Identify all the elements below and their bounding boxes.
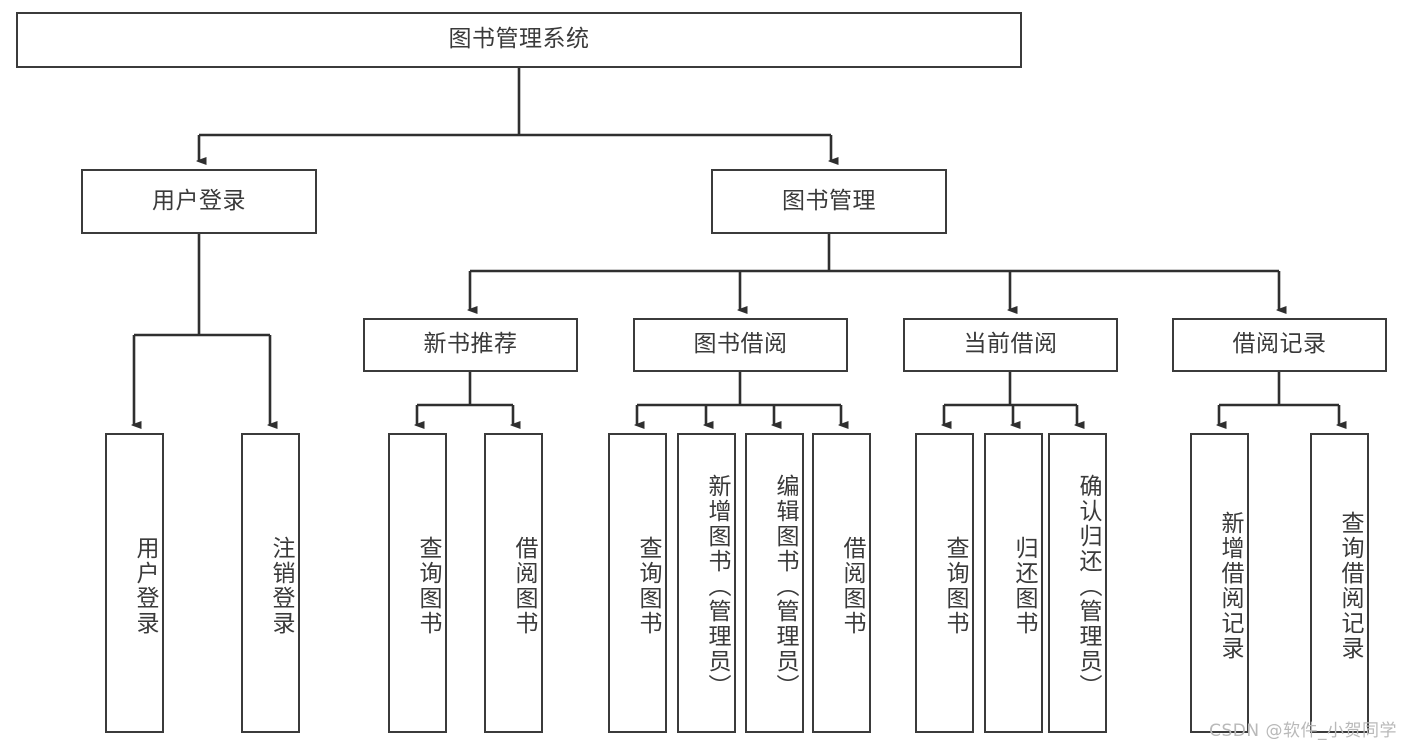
node-label: 查询借阅记录: [1337, 511, 1363, 661]
node-label: 借阅记录: [1232, 331, 1327, 358]
node-label: 借阅图书: [839, 536, 865, 636]
node-label: 查询图书: [635, 536, 661, 636]
node-label: 归还图书: [1011, 536, 1037, 636]
node-label: 图书管理系统: [448, 26, 590, 53]
node-label: 新书推荐: [423, 331, 518, 358]
leaf-current-return-book[interactable]: 归还图书: [984, 433, 1043, 733]
leaf-borrow-add-book-admin[interactable]: 新增图书（管理员）: [677, 433, 736, 733]
node-current-borrow[interactable]: 当前借阅: [903, 318, 1118, 372]
node-label: 当前借阅: [963, 331, 1058, 358]
node-book-management[interactable]: 图书管理: [711, 169, 947, 234]
node-new-book-recommend[interactable]: 新书推荐: [363, 318, 578, 372]
leaf-user-login-logout[interactable]: 注销登录: [241, 433, 300, 733]
leaf-recommend-borrow-book[interactable]: 借阅图书: [484, 433, 543, 733]
leaf-record-query-record[interactable]: 查询借阅记录: [1310, 433, 1369, 733]
node-label: 图书借阅: [693, 331, 788, 358]
leaf-recommend-query-book[interactable]: 查询图书: [388, 433, 447, 733]
node-label: 新增图书（管理员）: [704, 473, 730, 699]
node-borrow-record[interactable]: 借阅记录: [1172, 318, 1387, 372]
leaf-borrow-edit-book-admin[interactable]: 编辑图书（管理员）: [745, 433, 804, 733]
node-label: 借阅图书: [511, 536, 537, 636]
node-label: 新增借阅记录: [1217, 511, 1243, 661]
node-label: 查询图书: [415, 536, 441, 636]
node-book-borrow[interactable]: 图书借阅: [633, 318, 848, 372]
leaf-record-add-record[interactable]: 新增借阅记录: [1190, 433, 1249, 733]
node-label: 编辑图书（管理员）: [772, 473, 798, 699]
leaf-user-login-login[interactable]: 用户登录: [105, 433, 164, 733]
leaf-current-query-book[interactable]: 查询图书: [915, 433, 974, 733]
node-label: 注销登录: [268, 536, 294, 636]
node-label: 用户登录: [152, 187, 246, 214]
node-root-system[interactable]: 图书管理系统: [16, 12, 1022, 68]
node-label: 用户登录: [132, 536, 158, 636]
node-label: 确认归还（管理员）: [1075, 473, 1101, 699]
node-user-login[interactable]: 用户登录: [81, 169, 317, 234]
watermark-text: CSDN @软件_小贺同学: [1209, 721, 1397, 741]
node-label: 图书管理: [782, 187, 876, 214]
leaf-current-confirm-return-admin[interactable]: 确认归还（管理员）: [1048, 433, 1107, 733]
node-label: 查询图书: [942, 536, 968, 636]
leaf-borrow-query-book[interactable]: 查询图书: [608, 433, 667, 733]
leaf-borrow-borrow-book[interactable]: 借阅图书: [812, 433, 871, 733]
